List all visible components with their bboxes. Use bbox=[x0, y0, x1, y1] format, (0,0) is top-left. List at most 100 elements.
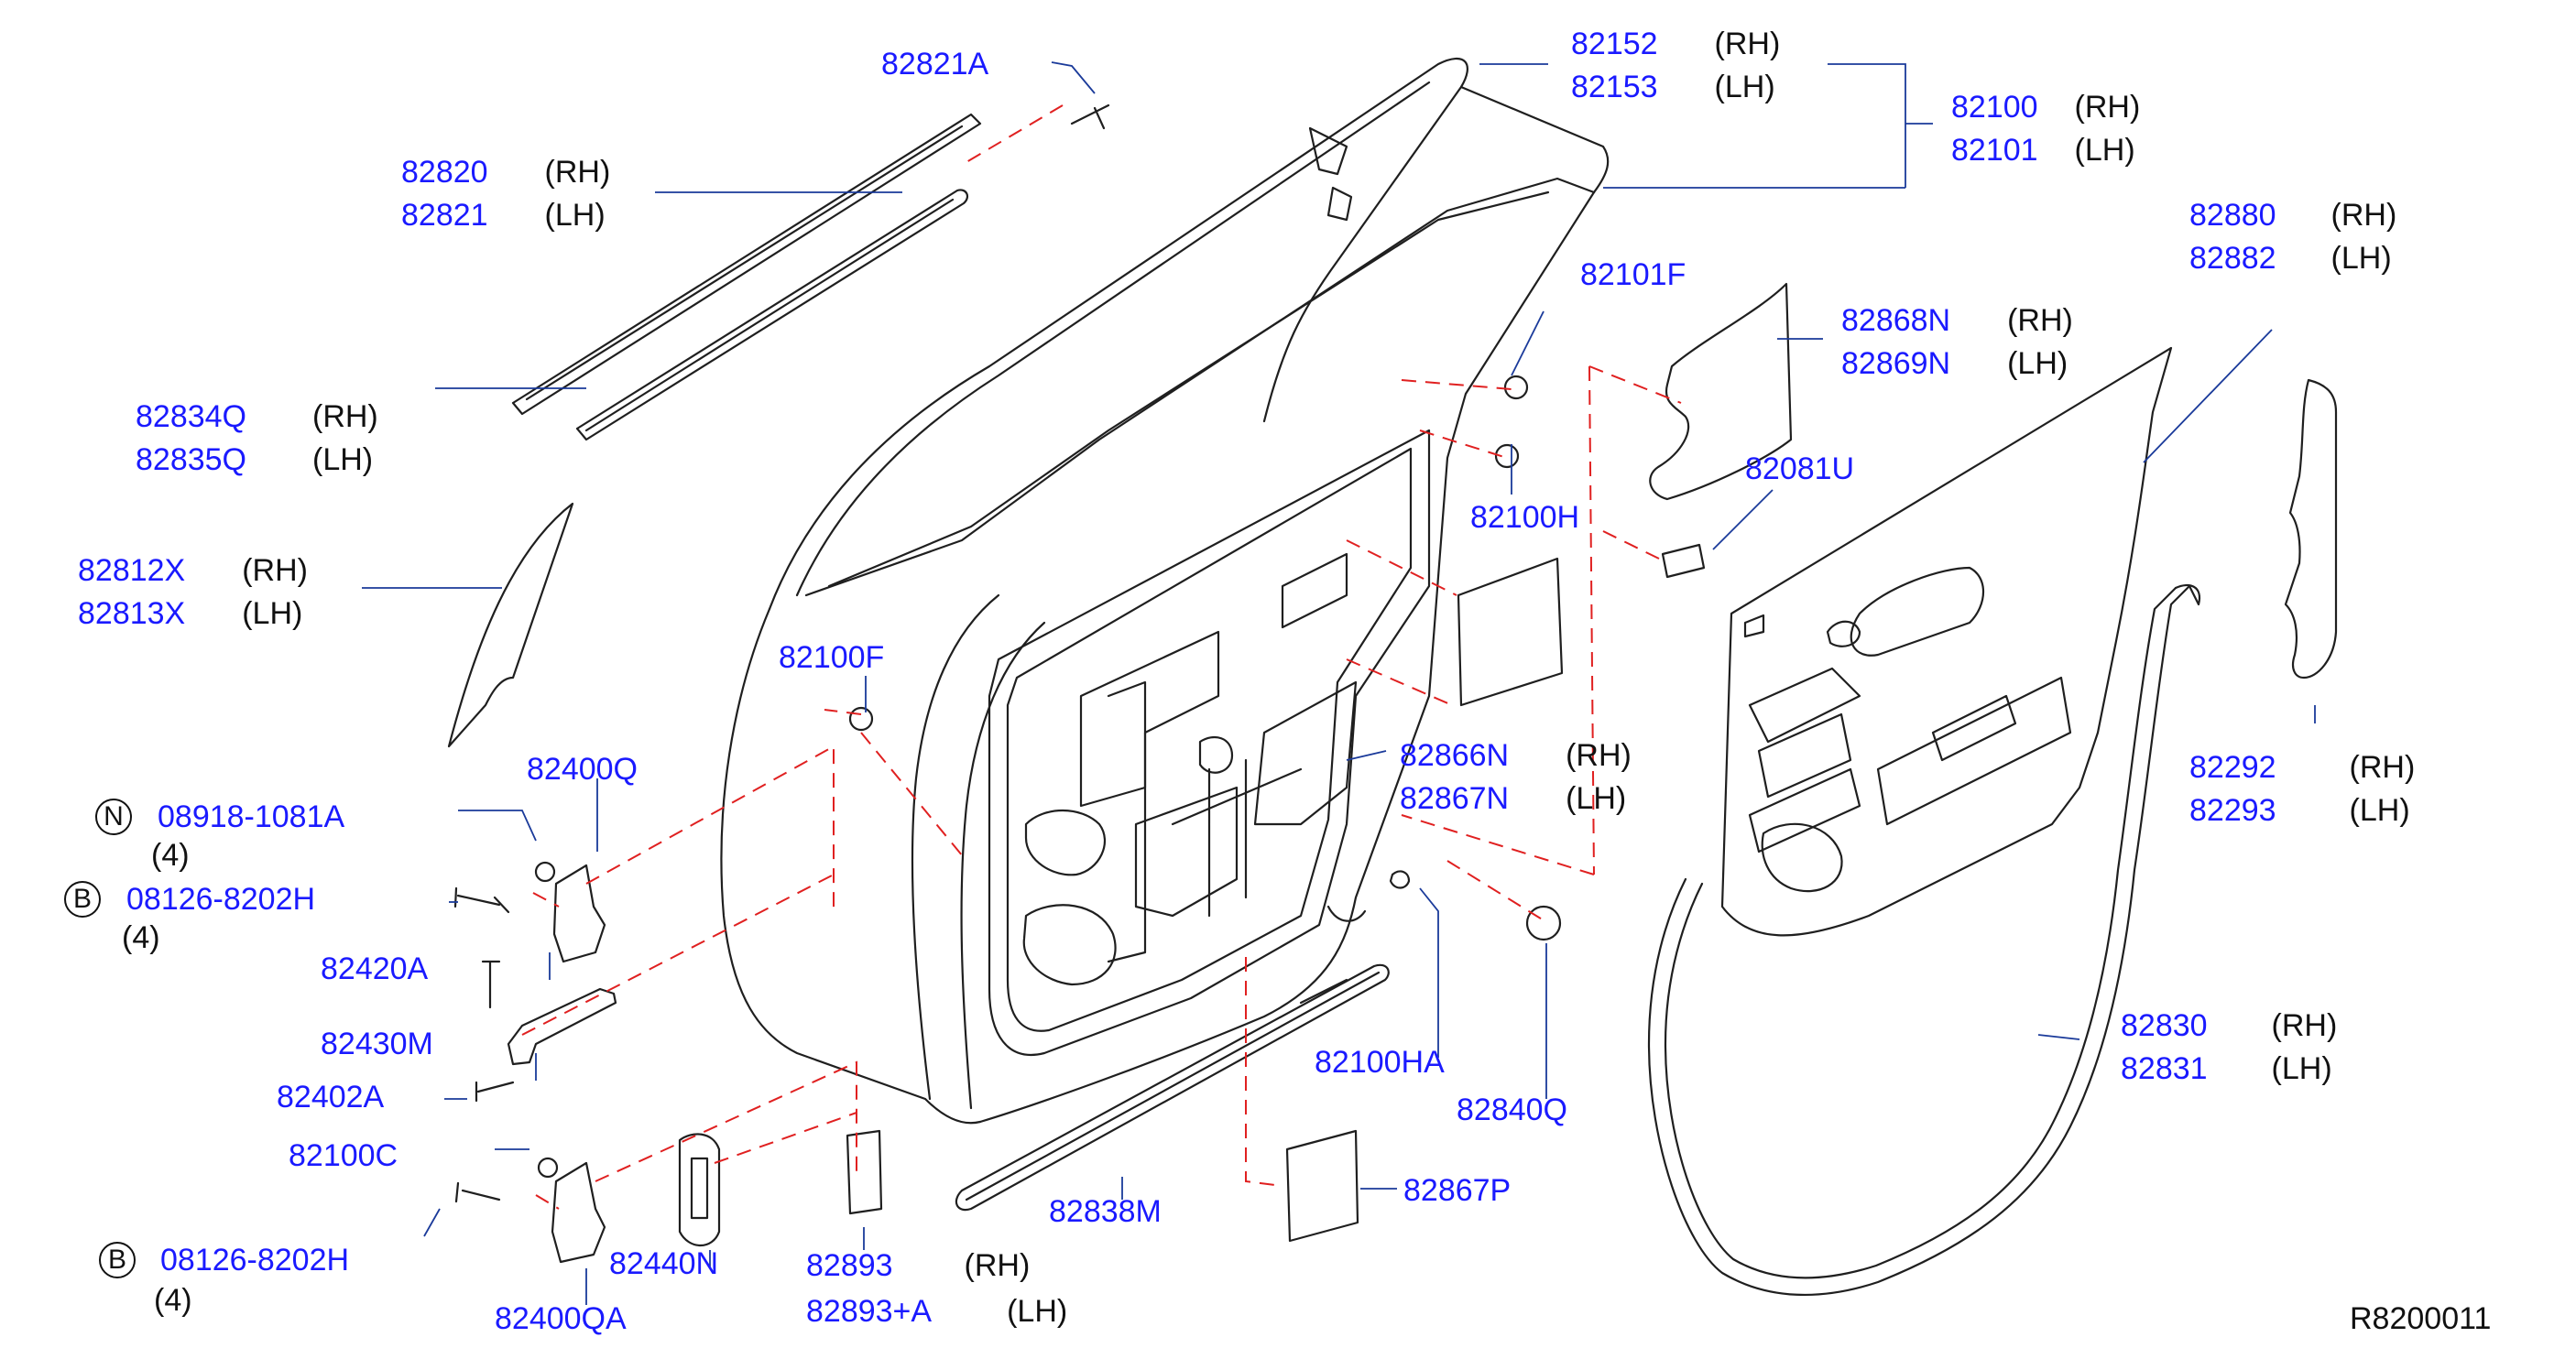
callout-82813x: 82813X(LH) bbox=[78, 595, 302, 632]
callout-82893: 82893(RH) bbox=[806, 1247, 1030, 1284]
quantity-label: (4) bbox=[154, 1283, 192, 1318]
side-label: (RH) bbox=[2007, 303, 2073, 338]
side-label: (LH) bbox=[1714, 70, 1775, 104]
part-number: 82893+A bbox=[806, 1294, 933, 1329]
part-number: 82830 bbox=[2121, 1008, 2208, 1043]
pillar-garnish bbox=[2284, 378, 2338, 680]
upper-hinge bbox=[552, 864, 606, 963]
part-number: 82153 bbox=[1571, 70, 1658, 104]
insulator-upper bbox=[1649, 282, 1793, 501]
callout-82101: 82101(LH) bbox=[1951, 132, 2135, 169]
callout-82831: 82831 (LH) bbox=[2121, 1050, 2332, 1087]
hidden-lines bbox=[521, 104, 1682, 1210]
fasteners bbox=[453, 103, 1706, 1203]
callout-82882: 82882(LH) bbox=[2189, 240, 2392, 277]
part-number: 08126-8202H bbox=[126, 882, 316, 917]
part-number: 82838M bbox=[1049, 1194, 1162, 1229]
callout-82838m: 82838M bbox=[1049, 1193, 1162, 1230]
side-label: (LH) bbox=[2271, 1051, 2332, 1086]
part-number: 82882 bbox=[2189, 241, 2276, 276]
circled-b-symbol: B bbox=[99, 1242, 136, 1278]
part-number: 82866N bbox=[1400, 738, 1510, 773]
side-label: (RH) bbox=[312, 399, 378, 434]
lower-hinge bbox=[551, 1161, 606, 1264]
part-number: 82867P bbox=[1403, 1173, 1512, 1208]
callout-08918-1081a: 08918-1081A bbox=[158, 799, 344, 835]
inner-frame bbox=[988, 429, 1431, 1056]
part-number: 82100 bbox=[1951, 90, 2038, 125]
sill-molding bbox=[955, 963, 1390, 1212]
callout-82100f: 82100F bbox=[779, 639, 884, 676]
side-label: (LH) bbox=[1007, 1294, 1068, 1329]
part-number: 82100HA bbox=[1315, 1045, 1445, 1080]
callout-82869n: 82869N(LH) bbox=[1841, 345, 2068, 382]
circled-b-symbol: B bbox=[64, 881, 101, 918]
callout-82880: 82880(RH) bbox=[2189, 197, 2396, 234]
callout-82081u: 82081U bbox=[1745, 451, 1854, 487]
callout-82440n: 82440N bbox=[609, 1245, 718, 1282]
striker-cover bbox=[678, 1133, 721, 1246]
side-label: (RH) bbox=[1714, 27, 1781, 61]
part-number: 82402A bbox=[277, 1080, 385, 1114]
part-number: 82867N bbox=[1400, 781, 1510, 816]
corner-sash bbox=[447, 502, 574, 748]
part-number: 82430M bbox=[321, 1027, 433, 1061]
part-number: 82835Q bbox=[136, 442, 246, 477]
callout-82893-a: 82893+A (LH) bbox=[806, 1293, 1067, 1330]
callout-82866n: 82866N (RH) bbox=[1400, 737, 1632, 774]
callout-82834q: 82834Q (RH) bbox=[136, 398, 378, 435]
part-number: 82812X bbox=[78, 553, 186, 588]
side-label: (LH) bbox=[2349, 793, 2410, 828]
side-label: (RH) bbox=[2349, 750, 2416, 785]
callout-82430m: 82430M bbox=[321, 1026, 433, 1062]
part-number: 08918-1081A bbox=[158, 799, 345, 834]
side-label: (LH) bbox=[1566, 781, 1627, 816]
side-label: (LH) bbox=[242, 596, 303, 631]
callout-82868n: 82868N (RH) bbox=[1841, 302, 2073, 339]
quantity-label: (4) bbox=[151, 838, 190, 873]
trim-panel bbox=[1720, 346, 2173, 937]
part-number: 82820 bbox=[401, 155, 488, 190]
callout-82152: 82152 (RH) bbox=[1571, 26, 1780, 62]
side-label: (RH) bbox=[2074, 90, 2141, 125]
diagram-reference-id: R8200011 bbox=[2350, 1301, 2492, 1336]
part-number: 82152 bbox=[1571, 27, 1658, 61]
part-number: 82081U bbox=[1745, 451, 1855, 486]
part-number: 82868N bbox=[1841, 303, 1951, 338]
part-number: 82831 bbox=[2121, 1051, 2208, 1086]
part-number: 08126-8202H bbox=[160, 1243, 350, 1277]
part-number: 82101 bbox=[1951, 133, 2038, 168]
weatherstrip bbox=[1647, 583, 2201, 1297]
callout-82830: 82830 (RH) bbox=[2121, 1007, 2337, 1044]
part-number: 82400QA bbox=[495, 1301, 627, 1336]
part-number: 82834Q bbox=[136, 399, 246, 434]
part-number: 82440N bbox=[609, 1246, 719, 1281]
part-number: 82821A bbox=[881, 47, 989, 82]
side-label: (LH) bbox=[312, 442, 374, 477]
callout-82821a: 82821A bbox=[881, 46, 988, 82]
side-label: (RH) bbox=[2330, 198, 2397, 233]
callout-82100ha: 82100HA bbox=[1315, 1044, 1445, 1081]
side-label: (RH) bbox=[2271, 1008, 2338, 1043]
callout-82100h: 82100H bbox=[1470, 499, 1579, 536]
part-number: 82101F bbox=[1580, 257, 1686, 292]
callout-82867n: 82867N (LH) bbox=[1400, 780, 1626, 817]
part-number: 82293 bbox=[2189, 793, 2276, 828]
part-number: 82100F bbox=[779, 640, 885, 675]
callout-82812x: 82812X (RH) bbox=[78, 552, 308, 589]
callout-82820: 82820 (RH) bbox=[401, 154, 610, 190]
part-number: 82840Q bbox=[1457, 1093, 1567, 1127]
callout-82101f: 82101F bbox=[1580, 256, 1686, 293]
quantity-label: (4) bbox=[122, 920, 160, 955]
part-number: 82100H bbox=[1470, 500, 1580, 535]
side-label: (RH) bbox=[242, 553, 308, 588]
side-label: (RH) bbox=[544, 155, 611, 190]
side-label: (RH) bbox=[1566, 738, 1632, 773]
callout-82292: 82292(RH) bbox=[2189, 749, 2415, 786]
callout-82153: 82153 (LH) bbox=[1571, 69, 1775, 105]
insulator-lower bbox=[1285, 1129, 1359, 1243]
side-label: (LH) bbox=[2007, 346, 2068, 381]
callout-82821: 82821(LH) bbox=[401, 197, 606, 234]
